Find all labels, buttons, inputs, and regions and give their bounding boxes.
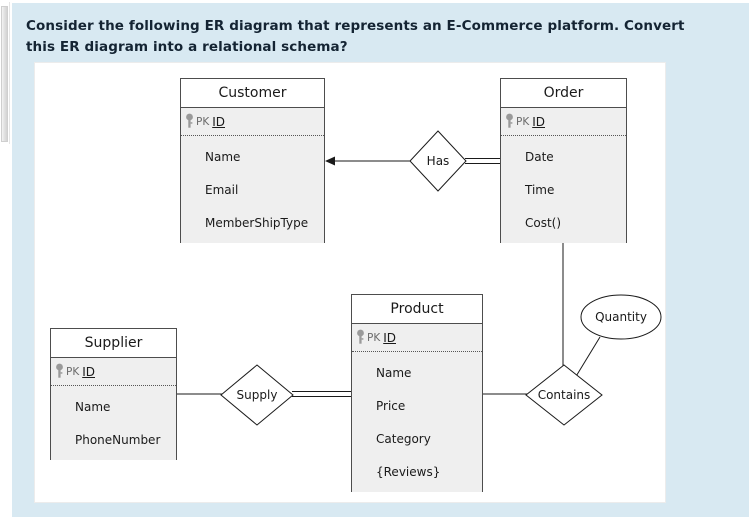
attribute: PhoneNumber	[75, 433, 161, 447]
entity-product-pk-field: ID	[383, 330, 396, 345]
key-icon	[506, 113, 513, 128]
relationship-contains-label: Contains	[537, 388, 591, 402]
entity-customer[interactable]: Customer PK ID Name Email MemberShipType	[180, 78, 325, 243]
relationship-has-label: Has	[426, 154, 450, 168]
entity-order-title: Order	[501, 79, 626, 108]
entity-product-title: Product	[352, 295, 482, 324]
relationship-contains[interactable]: Contains	[525, 364, 603, 426]
ellipse-shape	[580, 294, 662, 340]
key-icon	[56, 363, 63, 378]
entity-order-attributes: Date Time Cost()	[501, 136, 626, 247]
entity-supplier-pk-row: PK ID	[51, 358, 176, 386]
attribute: Date	[525, 150, 554, 164]
attribute: Name	[376, 366, 412, 380]
entity-customer-title: Customer	[181, 79, 324, 108]
attribute: {Reviews}	[376, 465, 441, 479]
entity-supplier-attributes: Name PhoneNumber	[51, 386, 176, 464]
attribute: Name	[205, 150, 241, 164]
entity-supplier-title: Supplier	[51, 329, 176, 358]
entity-order-pk-field: ID	[532, 114, 545, 129]
entity-product-pk-row: PK ID	[352, 324, 482, 352]
entity-customer-body: PK ID Name Email MemberShipType	[181, 108, 324, 243]
diamond-shape	[525, 364, 603, 426]
key-icon	[357, 329, 364, 344]
key-icon	[186, 113, 193, 128]
vertical-scrollbar-thumb[interactable]	[1, 6, 8, 142]
entity-product-body: PK ID Name Price Category {Reviews}	[352, 324, 482, 492]
vertical-scrollbar-track[interactable]	[0, 2, 10, 144]
entity-order-body: PK ID Date Time Cost()	[501, 108, 626, 243]
entity-customer-pk-field: ID	[212, 114, 225, 129]
attribute: MemberShipType	[205, 216, 309, 230]
entity-customer-pk-row: PK ID	[181, 108, 324, 136]
entity-supplier-body: PK ID Name PhoneNumber	[51, 358, 176, 460]
entity-order-pk-row: PK ID	[501, 108, 626, 136]
entity-product-attributes: Name Price Category {Reviews}	[352, 352, 482, 496]
attribute-quantity-label: Quantity	[595, 310, 647, 324]
attribute: Price	[376, 399, 406, 413]
entity-product-pk-tag: PK	[367, 331, 381, 344]
relationship-supply-label: Supply	[236, 388, 278, 402]
entity-supplier[interactable]: Supplier PK ID Name PhoneNumber	[50, 328, 177, 460]
entity-supplier-pk-field: ID	[82, 364, 95, 379]
attribute: Cost()	[525, 216, 562, 230]
entity-product[interactable]: Product PK ID Name Price Category {Revie…	[351, 294, 483, 492]
entity-customer-attributes: Name Email MemberShipType	[181, 136, 324, 247]
entity-customer-pk-tag: PK	[196, 115, 210, 128]
question-text: Consider the following ER diagram that r…	[26, 18, 685, 55]
relationship-has[interactable]: Has	[409, 130, 467, 192]
diamond-shape	[220, 364, 294, 426]
entity-order-pk-tag: PK	[516, 115, 530, 128]
attribute: Category	[376, 432, 431, 446]
relationship-supply[interactable]: Supply	[220, 364, 294, 426]
attribute: Email	[205, 183, 239, 197]
entity-order[interactable]: Order PK ID Date Time Cost()	[500, 78, 627, 243]
attribute: Name	[75, 400, 111, 414]
attribute-quantity[interactable]: Quantity	[580, 294, 662, 340]
diamond-shape	[409, 130, 467, 192]
attribute: Time	[525, 183, 555, 197]
entity-supplier-pk-tag: PK	[66, 365, 80, 378]
